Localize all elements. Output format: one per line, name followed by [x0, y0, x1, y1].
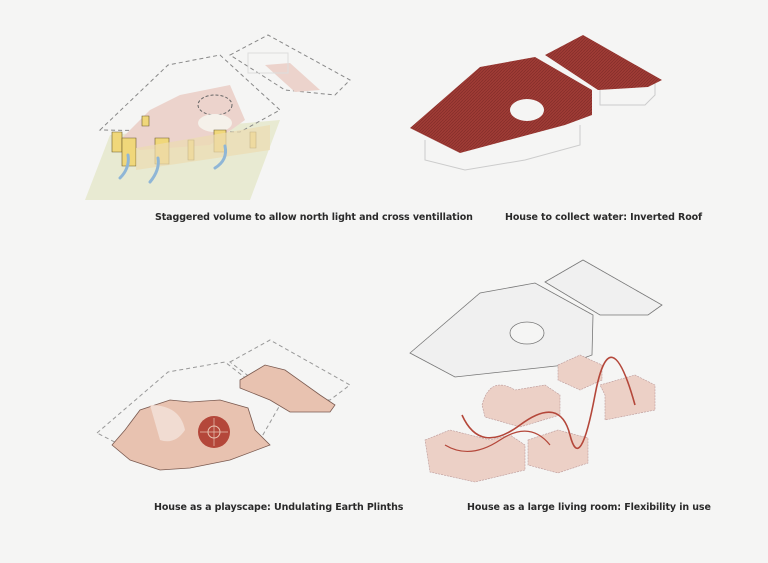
north-light-illustration [85, 34, 351, 200]
diagram-inverted-roof [400, 25, 680, 175]
living-room-illustration [409, 259, 663, 483]
diagram-living-room [400, 255, 680, 485]
diagram-north-light [80, 20, 380, 200]
playscape-illustration [96, 339, 351, 471]
caption-north-light: Staggered volume to allow north light an… [155, 212, 473, 223]
diagram-playscape [90, 320, 370, 490]
caption-playscape: House as a playscape: Undulating Earth P… [154, 502, 404, 513]
caption-inverted-roof: House to collect water: Inverted Roof [505, 212, 703, 223]
caption-living-room: House as a large living room: Flexibilit… [467, 502, 711, 513]
inverted-roof-illustration [410, 35, 662, 171]
